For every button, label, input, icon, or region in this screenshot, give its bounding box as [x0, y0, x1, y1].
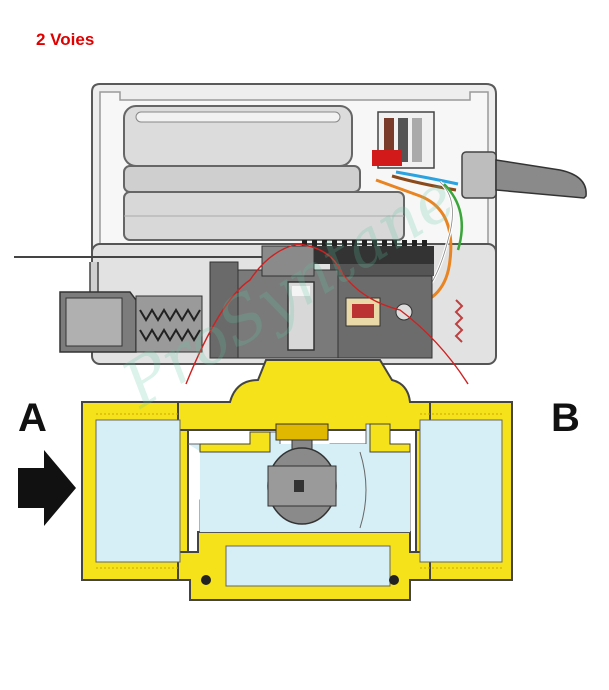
terminal-block	[372, 111, 464, 308]
motor	[123, 105, 405, 241]
valve-stem	[287, 281, 315, 351]
port-a-label: A	[18, 396, 47, 440]
cable-gland	[461, 151, 587, 199]
flow-profile-line	[185, 243, 469, 385]
arrow-right-icon	[18, 450, 76, 526]
spring-mechanism	[59, 291, 464, 353]
ball-valve-element	[267, 423, 337, 525]
diagram-title: 2 Voies	[36, 30, 95, 49]
port-b-label: B	[551, 396, 580, 440]
